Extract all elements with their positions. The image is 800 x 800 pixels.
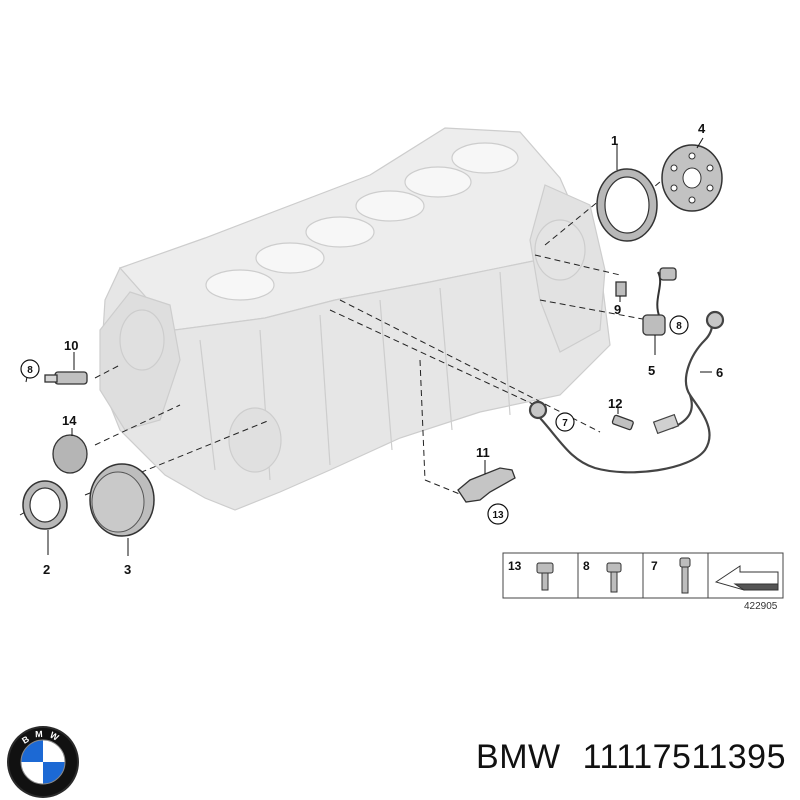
circled-callout-8-left: 8 xyxy=(20,359,40,379)
bolt-icon-8 xyxy=(606,562,622,593)
svg-text:7: 7 xyxy=(562,418,568,429)
circled-callout-13: 13 xyxy=(487,503,509,525)
cover-part-3 xyxy=(89,463,155,556)
callout-14: 14 xyxy=(62,413,77,428)
sensor-part-12 xyxy=(611,408,634,431)
circled-callout-8-right: 8 xyxy=(669,315,689,335)
seal-ring-part-2 xyxy=(22,480,68,555)
bmw-logo: BMW xyxy=(7,726,79,798)
callout-3: 3 xyxy=(124,562,131,577)
part-number-caption: BMW 11117511395 xyxy=(476,738,786,777)
bolt-icon-13 xyxy=(536,562,554,591)
legend-label-8: 8 xyxy=(583,559,590,573)
engine-block xyxy=(99,127,611,511)
brand-name: BMW xyxy=(476,738,561,776)
callout-labels: 1 2 3 4 5 6 9 10 11 12 14 xyxy=(43,121,723,577)
callout-12: 12 xyxy=(608,396,622,411)
circled-callouts: 8 8 7 13 xyxy=(20,315,689,525)
reference-arrow-icon xyxy=(714,565,779,591)
diagram-number: 422905 xyxy=(744,601,778,612)
callout-4: 4 xyxy=(698,121,706,136)
svg-text:8: 8 xyxy=(676,321,682,332)
part-number: 11117511395 xyxy=(582,738,786,776)
svg-text:13: 13 xyxy=(492,510,504,521)
sensor-part-10 xyxy=(25,352,88,385)
bracket-part xyxy=(457,460,516,503)
callout-10: 10 xyxy=(64,338,78,353)
plug-part-14 xyxy=(52,428,88,474)
callout-5: 5 xyxy=(648,363,655,378)
callout-9: 9 xyxy=(614,302,621,317)
flex-plate-part xyxy=(661,137,723,212)
crank-sensor-part xyxy=(615,267,677,355)
callout-2: 2 xyxy=(43,562,50,577)
callout-6: 6 xyxy=(716,365,723,380)
fastener-legend: 13 8 7 422905 xyxy=(502,552,784,612)
exploded-parts-diagram: 1 2 3 4 5 6 9 10 11 12 14 8 8 7 xyxy=(19,121,784,612)
circled-callout-7: 7 xyxy=(555,412,575,432)
legend-label-13: 13 xyxy=(508,559,522,573)
bolt-icon-7 xyxy=(679,557,691,594)
callout-1: 1 xyxy=(611,133,618,148)
crankshaft-seal-part xyxy=(596,145,658,242)
leader-lines xyxy=(19,174,669,516)
svg-text:8: 8 xyxy=(27,365,33,376)
knock-sensor-harness-part xyxy=(528,310,725,474)
legend-label-7: 7 xyxy=(651,559,658,573)
callout-11: 11 xyxy=(476,445,490,460)
